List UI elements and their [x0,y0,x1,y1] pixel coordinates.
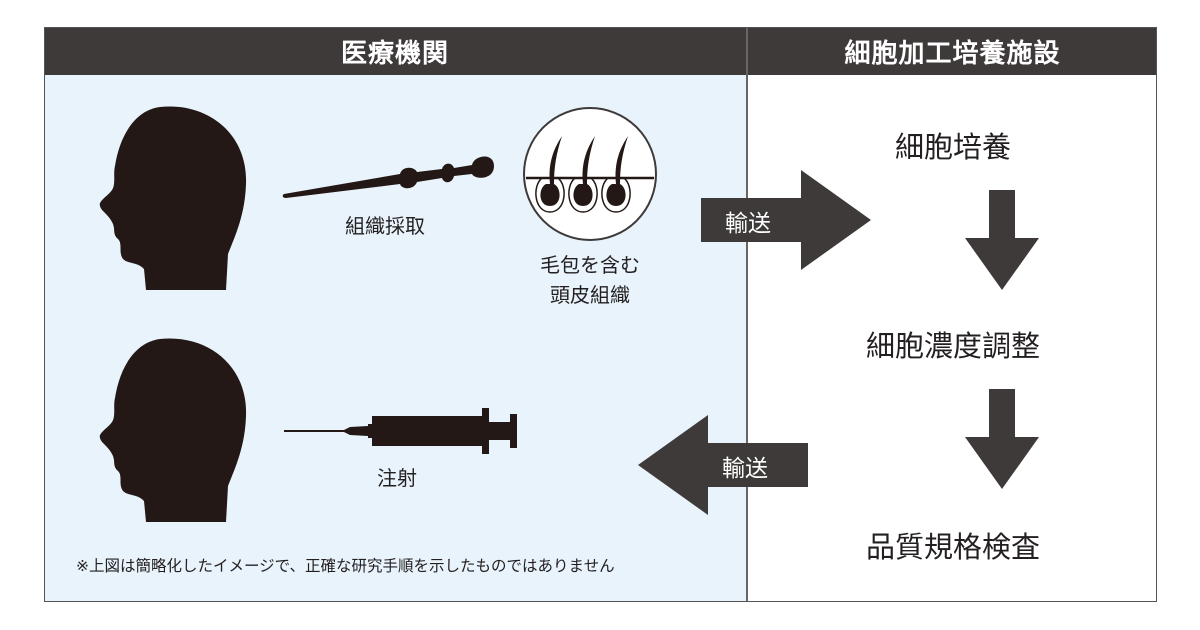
scalp-tissue-label-line1: 毛包を含む [540,253,640,277]
tissue-collection-label: 組織採取 [345,214,425,238]
header-facility: 細胞加工培養施設 [748,27,1157,75]
disclaimer-note: ※上図は簡略化したイメージで、正確な研究手順を示したものではありません [76,557,615,575]
panel-divider [746,27,748,602]
diagram-frame [44,27,1157,602]
head-silhouette-icon [99,106,247,290]
step-cell-concentration: 細胞濃度調整 [865,329,1040,363]
facility-panel [748,75,1156,601]
flow-arrow-down-icon [965,190,1039,290]
transport-to-clinic-label: 輸送 [722,456,768,482]
scalp-tissue-label-line2: 頭皮組織 [550,283,630,307]
hair-follicle-icon [523,107,657,241]
transport-arrow-left-icon [638,415,808,515]
scalp-tissue-label: 毛包を含む 頭皮組織 [530,250,650,310]
step-cell-culture: 細胞培養 [894,130,1011,164]
injection-label: 注射 [377,466,417,490]
step-quality-inspection: 品質規格検査 [865,530,1040,564]
transport-arrow-right-icon [701,170,871,270]
head-silhouette-icon [99,338,247,522]
transport-to-facility-label: 輸送 [725,211,771,237]
header-clinic: 医療機関 [44,27,746,75]
biopsy-punch-icon [282,156,494,198]
syringe-icon [284,408,517,454]
flow-arrow-down-icon [965,389,1039,489]
